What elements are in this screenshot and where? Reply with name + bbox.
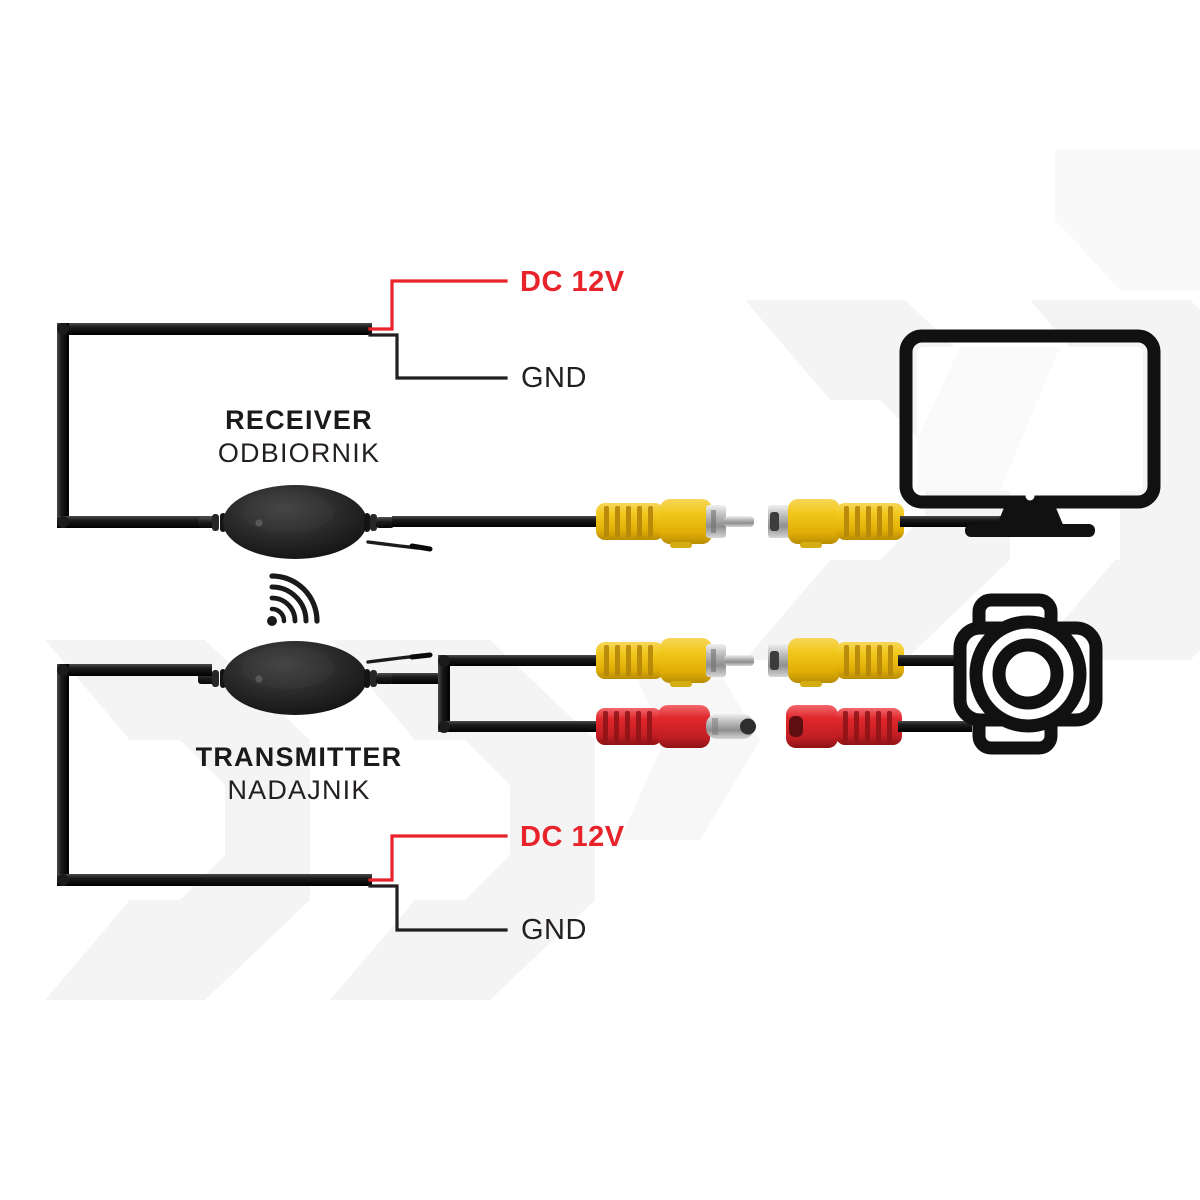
receiver-dc12v-label: DC 12V: [520, 266, 625, 298]
receiver-title-pl: ODBIORNIK: [217, 438, 381, 468]
monitor-icon: [899, 329, 1161, 537]
transmitter-power-cable: [57, 664, 372, 886]
rca-female-connector-camera: [768, 638, 904, 687]
receiver-gnd-label: GND: [521, 362, 587, 394]
receiver-dc12v-wire: [368, 279, 508, 331]
transmitter-gnd-wire: [368, 884, 508, 932]
receiver-rca-cable: [392, 516, 604, 527]
transmitter-title-pl: NADAJNIK: [227, 775, 371, 805]
camera-icon: [953, 593, 1103, 755]
transmitter-gnd-label: GND: [521, 914, 587, 946]
receiver-title-en: RECEIVER: [225, 405, 373, 435]
monitor-cable: [900, 516, 1020, 527]
receiver-power-cable: [57, 323, 372, 528]
transmitter-title-en: TRANSMITTER: [195, 742, 403, 772]
wifi-signal-icon: [267, 573, 320, 626]
rca-male-connector-receiver: [596, 499, 754, 548]
rca-male-connector-transmitter: [596, 638, 754, 687]
camera-cables: [898, 655, 972, 732]
transmitter-y-split-cable: [392, 655, 604, 733]
transmitter-module: [198, 641, 433, 715]
receiver-module: [198, 485, 433, 559]
rca-female-connector-monitor: [768, 499, 904, 548]
transmitter-dc12v-wire: [368, 834, 508, 882]
dc-barrel-female-connector: [786, 705, 902, 748]
receiver-gnd-wire: [368, 333, 508, 380]
transmitter-dc12v-label: DC 12V: [520, 821, 625, 853]
dc-barrel-male-connector: [596, 705, 756, 748]
